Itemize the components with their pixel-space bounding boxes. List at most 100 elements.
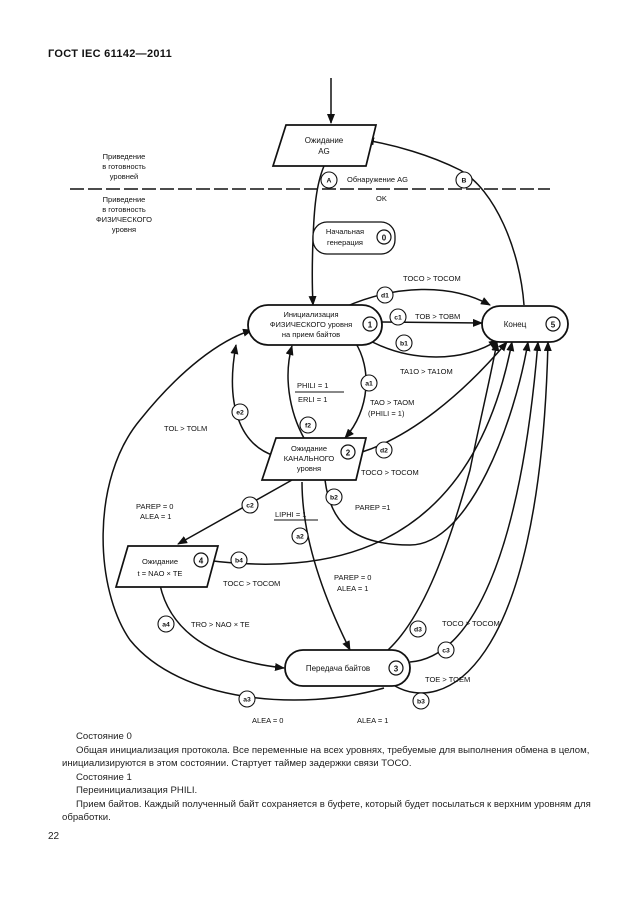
label-ta1o-ta1om: TA1O > TA1OM [400,367,453,376]
marker-d1: d1 [376,286,394,304]
svg-text:a4: a4 [162,622,170,629]
svg-text:A: A [327,178,332,185]
transition-a1 [344,341,367,439]
transition-d3 [387,341,500,651]
svg-text:ФИЗИЧЕСКОГО: ФИЗИЧЕСКОГО [96,215,152,224]
svg-text:Приведение: Приведение [103,152,146,161]
svg-text:3: 3 [394,665,399,674]
paragraph-state-1: Состояние 1 [76,771,132,783]
label-parep0-b: PAREP = 0 [334,573,371,582]
marker-a3: a3 [238,690,256,708]
svg-text:a1: a1 [365,381,373,388]
transition-b1 [364,337,499,358]
svg-text:5: 5 [551,321,556,330]
marker-a4: a4 [157,615,175,633]
label-alea0: ALEA = 0 [252,716,283,725]
paragraph-state-0: Состояние 0 [76,731,132,742]
svg-text:генерация: генерация [327,238,363,247]
svg-text:Ожидание: Ожидание [142,557,178,566]
transition-b3 [394,341,552,694]
transition-b2 [324,341,531,546]
label-tao-taom: TAO > TAOM [370,398,414,407]
svg-text:b4: b4 [235,558,243,565]
transition-e2 [230,344,276,457]
svg-text:уровня: уровня [112,225,136,234]
marker-d3: d3 [409,620,427,638]
paragraph-byte-reception: Прием байтов. Каждый полученный байт сох… [62,798,591,824]
state-5: Конец 5 [481,305,569,343]
label-toco-tocom-2: TOCO > TOCOM [361,468,419,477]
label-erli: ERLI = 1 [298,395,327,404]
marker-a2: a2 [291,527,309,545]
svg-text:B: B [462,178,467,185]
marker-b4: b4 [230,551,248,569]
label-parep1: PAREP =1 [355,503,390,512]
svg-text:c2: c2 [246,503,254,510]
paragraph-state-0-description: Общая инициализация протокола. Все перем… [62,744,590,770]
svg-text:c1: c1 [394,315,402,322]
zone-label-upper: Приведение в готовность уровней [102,152,146,181]
svg-text:b1: b1 [400,341,408,348]
label-tol-tolm: TOL > TOLM [164,424,207,433]
svg-text:Ожидание: Ожидание [305,136,344,145]
svg-text:d3: d3 [414,627,422,634]
page-number: 22 [48,831,60,842]
state-0: Начальная генерация 0 [312,221,396,255]
marker-A: A [320,171,338,189]
zone-label-lower: Приведение в готовность ФИЗИЧЕСКОГО уров… [96,195,152,234]
label-alea1-b: ALEA = 1 [337,584,368,593]
label-alea1-a: ALEA = 1 [140,512,171,521]
svg-text:c3: c3 [442,648,450,655]
svg-text:в готовность: в готовность [102,205,146,214]
marker-B: B [455,171,473,189]
label-tob-tobm: TOB > TOBM [415,312,460,321]
label-detect-ag: Обнаружение AG [347,175,408,184]
svg-text:0: 0 [382,234,387,243]
marker-d2: d2 [375,441,393,459]
state-ag: Ожидание AG [271,124,378,167]
marker-c1: c1 [389,308,407,326]
marker-c3: c3 [437,641,455,659]
svg-text:уровней: уровней [110,172,139,181]
svg-text:b3: b3 [417,699,425,706]
svg-text:Начальная: Начальная [326,227,364,236]
svg-text:a3: a3 [243,697,251,704]
transition-b4 [204,341,515,565]
paragraph-phili-reinit: Переинициализация PHILI. [76,785,198,796]
transition-c2 [177,479,293,545]
svg-text:Инициализация: Инициализация [283,310,338,319]
label-phili: PHILI = 1 [297,381,328,390]
svg-text:уровня: уровня [297,464,321,473]
marker-f2: f2 [299,416,317,434]
svg-text:Приведение: Приведение [103,195,146,204]
label-ok: OK [376,194,387,203]
svg-text:КАНАЛЬНОГО: КАНАЛЬНОГО [284,454,335,463]
marker-a1: a1 [360,374,378,392]
label-toco-tocom-4: TOCO > TOCOM [442,619,500,628]
svg-text:t = NAO × TE: t = NAO × TE [138,569,183,578]
transition-a4 [159,584,285,672]
svg-text:AG: AG [318,147,330,156]
label-toco-tocom-1: TOCO > TOCOM [403,274,461,283]
state-3: Передача байтов 3 [284,649,411,687]
svg-text:1: 1 [368,321,373,330]
state-2: Ожидание КАНАЛЬНОГО уровня 2 [260,437,368,481]
transition-c3 [409,341,542,663]
label-tro: TRO > NAO × TE [191,620,250,629]
svg-text:Ожидание: Ожидание [291,444,327,453]
state-4: Ожидание t = NAO × TE 4 [114,545,220,588]
svg-text:d2: d2 [380,448,388,455]
state-1: Инициализация ФИЗИЧЕСКОГО уровня на прие… [247,304,383,346]
svg-text:b2: b2 [330,495,338,502]
svg-text:2: 2 [346,449,351,458]
label-toe-toem: TOE > TOEM [425,675,470,684]
svg-text:f2: f2 [305,423,311,430]
marker-b3: b3 [412,692,430,710]
svg-text:a2: a2 [296,534,304,541]
state-transition-diagram: Приведение в готовность уровней Приведен… [70,78,569,725]
label-alea1-c: ALEA = 1 [357,716,388,725]
svg-text:Передача байтов: Передача байтов [306,664,370,673]
svg-text:4: 4 [199,557,204,566]
transition-B [364,137,525,306]
svg-text:ФИЗИЧЕСКОГО уровня: ФИЗИЧЕСКОГО уровня [270,320,352,329]
